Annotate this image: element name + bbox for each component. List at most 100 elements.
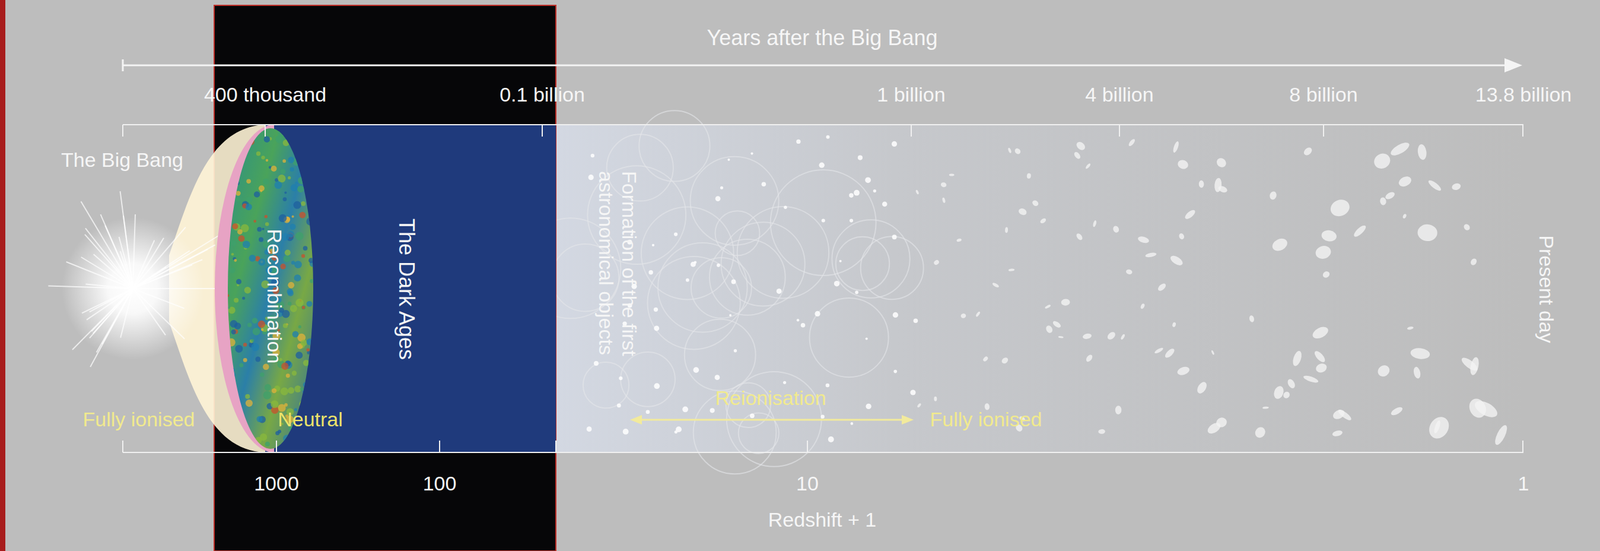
first-star xyxy=(910,389,916,395)
epoch-label: Recombination xyxy=(262,228,286,364)
galaxy xyxy=(1268,190,1278,201)
axis-title: Years after the Big Bang xyxy=(707,25,938,50)
cmb-spot xyxy=(306,132,314,141)
cmb-spot xyxy=(301,305,306,310)
cmb-spot xyxy=(232,156,238,162)
cmb-spot xyxy=(235,180,240,185)
first-star xyxy=(729,313,732,317)
galaxy xyxy=(1082,332,1093,340)
galaxy xyxy=(1120,333,1126,340)
galaxy xyxy=(1384,190,1396,201)
first-star xyxy=(653,382,660,389)
time-tick-label: 4 billion xyxy=(1085,83,1154,107)
cmb-spot xyxy=(244,431,253,440)
cmb-spot xyxy=(282,139,290,146)
bubble xyxy=(809,297,889,377)
cmb-spot xyxy=(271,387,277,393)
galaxy xyxy=(1144,251,1157,258)
cmb-spot xyxy=(227,198,233,204)
galaxy xyxy=(960,312,967,319)
galaxy xyxy=(1137,234,1150,244)
galaxy xyxy=(1314,361,1329,374)
epoch-label: The Dark Ages xyxy=(393,218,419,360)
cmb-spots xyxy=(225,125,317,447)
cmb-spot xyxy=(252,317,259,324)
first-star xyxy=(618,376,623,380)
epoch-label: Formation of the first astronomical obje… xyxy=(594,170,641,385)
galaxy xyxy=(933,258,941,266)
first-star xyxy=(796,318,800,321)
first-star xyxy=(834,280,840,286)
cmb-spot xyxy=(280,387,289,396)
galaxy xyxy=(1060,298,1070,306)
tick xyxy=(1522,124,1524,137)
tick xyxy=(122,440,124,453)
cmb-spot xyxy=(255,356,261,362)
cmb-spot xyxy=(306,300,313,307)
bubble xyxy=(770,169,877,276)
galaxy xyxy=(1085,162,1092,170)
cmb-spot xyxy=(290,183,298,192)
bubble xyxy=(684,319,756,391)
first-star xyxy=(891,141,897,147)
first-star xyxy=(849,218,854,223)
cmb-spot xyxy=(287,281,295,289)
bubble xyxy=(638,110,710,181)
cmb-spot xyxy=(230,329,236,335)
first-star xyxy=(593,360,599,366)
galaxy xyxy=(1172,140,1180,154)
galaxy xyxy=(1328,196,1353,219)
cmb-spot xyxy=(236,278,242,285)
galaxy xyxy=(1321,269,1331,279)
galaxy xyxy=(1331,428,1344,437)
cmb-spot xyxy=(282,196,288,202)
galaxy xyxy=(1085,353,1094,364)
cmb-spot xyxy=(287,386,295,394)
cmb-spot xyxy=(306,381,314,388)
galaxy xyxy=(1469,257,1478,267)
cmb-spot xyxy=(235,190,241,196)
cmb-spot xyxy=(263,390,272,400)
big-bang-rays xyxy=(48,191,234,367)
first-star xyxy=(857,155,863,161)
cmb-spot xyxy=(298,399,308,409)
cmb-spot xyxy=(231,125,238,132)
galaxy xyxy=(1402,212,1408,219)
cmb-spot xyxy=(250,338,254,342)
galaxy xyxy=(1252,424,1268,440)
cmb-spot xyxy=(252,327,261,336)
cmb-spot xyxy=(229,266,236,273)
bubble xyxy=(583,361,629,408)
time-tick-label: 13.8 billion xyxy=(1475,83,1573,107)
cmb-spot xyxy=(306,348,310,352)
cmb-spot xyxy=(259,371,265,377)
cmb-spot xyxy=(225,388,234,397)
cmb-spot xyxy=(300,163,305,168)
galaxy xyxy=(1270,236,1290,254)
cmb-spot xyxy=(306,217,315,226)
cmb-spot xyxy=(265,158,269,162)
cmb-spot xyxy=(303,381,310,388)
cmb-spot xyxy=(298,325,302,329)
cmb-spot xyxy=(284,191,287,194)
edge-strip xyxy=(0,0,6,551)
cmb-spot xyxy=(253,191,260,197)
galaxy xyxy=(1008,268,1016,272)
cmb-spot xyxy=(237,143,240,146)
galaxy xyxy=(1073,150,1083,160)
arrowhead xyxy=(630,414,642,425)
tick xyxy=(122,124,124,137)
cmb-spot xyxy=(290,433,297,440)
cmb-spot xyxy=(231,159,239,167)
cmb-spot xyxy=(227,306,231,309)
cmb-spot xyxy=(287,156,295,164)
axis-start xyxy=(122,59,124,72)
reionisation-span xyxy=(635,418,908,421)
first-star xyxy=(892,234,897,240)
cmb-spot xyxy=(245,393,250,399)
first-star xyxy=(731,279,737,285)
galaxy xyxy=(1468,355,1481,376)
cmb-spot xyxy=(231,223,238,229)
first-star xyxy=(839,259,842,263)
